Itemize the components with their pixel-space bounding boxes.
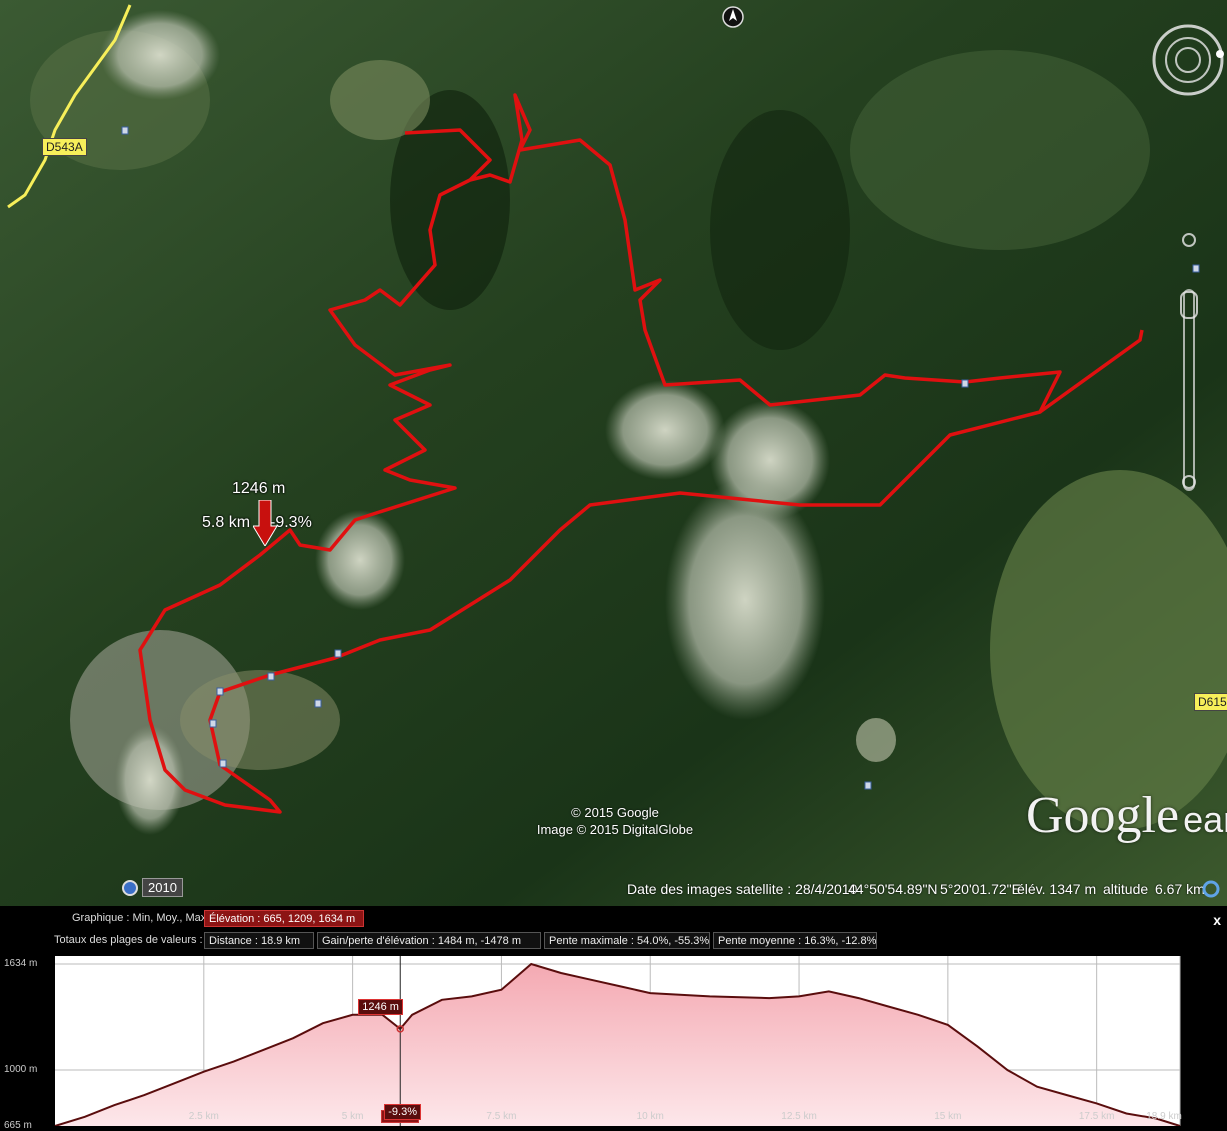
range-totals-row: Totaux des plages de valeurs : Distance … — [0, 932, 1227, 950]
x-tick-label: 2.5 km — [188, 1111, 219, 1122]
zoom-slider-icon[interactable] — [1176, 230, 1202, 500]
pin-elevation-label: 1246 m — [232, 480, 286, 497]
profile-summary-row: Graphique : Min, Moy., Max Élévation : 6… — [0, 910, 1227, 928]
elevation-summary[interactable]: Élévation : 665, 1209, 1634 m — [204, 910, 364, 927]
logo-brand: Google — [1026, 787, 1180, 844]
map-imagery — [0, 0, 1227, 906]
elevation-area — [55, 964, 1180, 1126]
imagery-year: 2010 — [142, 878, 183, 897]
google-earth-logo: Googleearth — [1026, 786, 1227, 845]
distance-total[interactable]: Distance : 18.9 km — [204, 932, 314, 949]
altitude-value: 6.67 km — [1155, 881, 1205, 897]
x-tick-label: 7.5 km — [486, 1111, 517, 1122]
streaming-status-icon — [1202, 880, 1220, 898]
latitude: 44°50'54.89"N — [848, 881, 938, 897]
road-label-d543a: D543A — [42, 138, 87, 156]
x-tick-label: 18.9 km — [1146, 1111, 1182, 1122]
elevation-chart[interactable] — [0, 950, 1227, 1126]
logo-product: earth — [1183, 799, 1227, 840]
elevation-profile-panel[interactable]: Graphique : Min, Moy., Max Élévation : 6… — [0, 906, 1227, 1131]
pin-distance-label: 5.8 km — [202, 514, 251, 531]
historical-imagery-control[interactable]: 2010 — [122, 878, 183, 897]
cursor-slope-label: -9.3% — [384, 1104, 421, 1120]
elevation-gain-loss[interactable]: Gain/perte d'élévation : 1484 m, -1478 m — [317, 932, 541, 949]
road-label-d615: D615 — [1194, 693, 1227, 711]
x-tick-label: 15 km — [934, 1111, 962, 1122]
max-slope[interactable]: Pente maximale : 54.0%, -55.3% — [544, 932, 710, 949]
y-tick-label: 1000 m — [4, 1063, 38, 1075]
clock-icon — [122, 879, 138, 896]
longitude: 5°20'01.72"E — [940, 881, 1021, 897]
look-control-icon[interactable] — [1150, 22, 1226, 98]
x-tick-label: 17.5 km — [1078, 1111, 1115, 1122]
altitude-label: altitude — [1103, 881, 1149, 897]
x-tick-label: 5 km — [341, 1111, 364, 1122]
elevation-readout: élév. 1347 m — [1017, 881, 1097, 897]
cursor-elevation-label: 1246 m — [358, 998, 403, 1015]
graph-label: Graphique : Min, Moy., Max — [72, 912, 207, 924]
close-profile-button[interactable]: x — [1213, 912, 1221, 928]
status-bar: Date des images satellite : 28/4/2010 44… — [0, 874, 1227, 906]
elevation-line — [54, 962, 1181, 1126]
pin-slope-label: -9.3% — [270, 514, 312, 531]
copyright-google: © 2015 Google — [571, 805, 659, 820]
x-tick-label: 10 km — [636, 1111, 664, 1122]
compass-north-icon[interactable] — [722, 6, 744, 28]
satellite-map-view[interactable]: D543A D615 1246 m 5.8 km -9.3% © 2015 Go… — [0, 0, 1227, 906]
profile-cursor-dot — [396, 1025, 404, 1033]
y-tick-label: 1634 m — [4, 958, 38, 969]
range-totals-label: Totaux des plages de valeurs : — [54, 934, 203, 946]
x-tick-label: 12.5 km — [781, 1111, 817, 1122]
map-copyright: © 2015 Google Image © 2015 DigitalGlobe — [535, 804, 695, 838]
pin-arrow-icon — [253, 500, 277, 546]
average-slope[interactable]: Pente moyenne : 16.3%, -12.8% — [713, 932, 877, 949]
copyright-digitalglobe: Image © 2015 DigitalGlobe — [536, 822, 694, 837]
imagery-date: Date des images satellite : 28/4/2010 — [627, 881, 858, 897]
